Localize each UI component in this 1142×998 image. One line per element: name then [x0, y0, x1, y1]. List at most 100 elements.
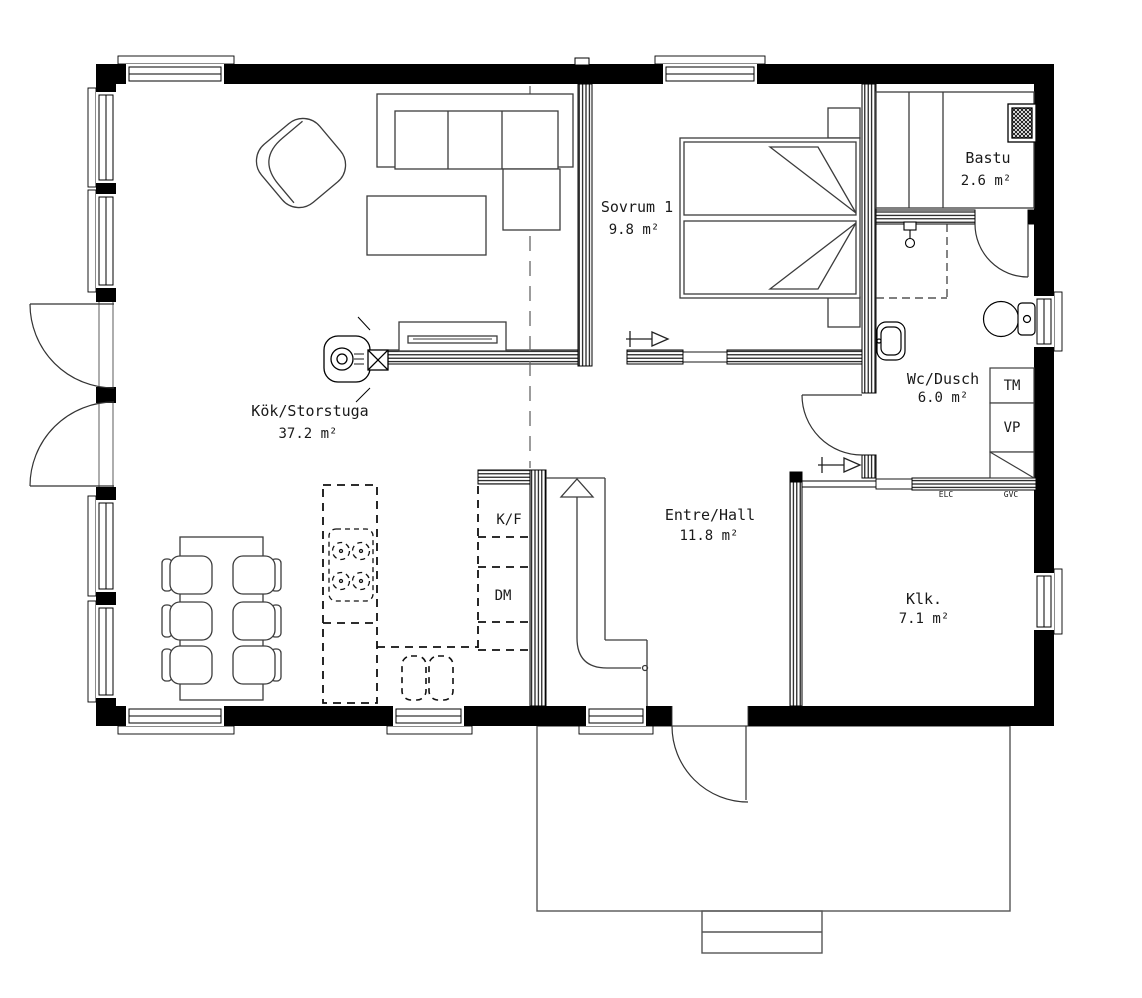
room-label-wc: Wc/Dusch 6.0 m²	[907, 370, 979, 406]
window-west-2	[87, 189, 116, 293]
door-wc	[801, 394, 863, 456]
room-name-entre: Entre/Hall	[665, 506, 755, 524]
cooktop	[328, 528, 374, 602]
utility-closets	[989, 367, 1035, 479]
dining-chair	[232, 645, 282, 685]
door-west-lower	[29, 401, 115, 487]
room-label-bastu: Bastu 2.6 m²	[961, 149, 1012, 189]
stair-handrail	[576, 496, 641, 669]
porch-outline	[536, 725, 1011, 912]
interior-walls	[387, 83, 1037, 707]
room-area-sovrum1: 9.8 m²	[609, 222, 660, 238]
room-area-bastu: 2.6 m²	[961, 173, 1012, 189]
window-south-1	[117, 706, 235, 735]
room-area-entre: 11.8 m²	[679, 528, 738, 544]
room-label-kok: Kök/Storstuga 37.2 m²	[251, 402, 368, 442]
wall-stair-west	[529, 469, 547, 707]
label-heat-pump: VP	[1004, 420, 1021, 436]
wall-sauna-south	[875, 209, 976, 225]
room-name-wc: Wc/Dusch	[907, 370, 979, 388]
livingroom-furniture	[255, 93, 574, 403]
bedroom-furniture	[679, 107, 861, 328]
label-dishwasher: DM	[495, 588, 512, 604]
room-name-kok: Kök/Storstuga	[251, 402, 368, 420]
label-fridge-freezer: K/F	[496, 512, 521, 528]
sliding-door-panel-klk	[875, 478, 913, 490]
nightstand	[827, 107, 861, 139]
room-area-klk: 7.1 m²	[899, 611, 950, 627]
label-elc: ELC	[939, 490, 954, 499]
dining-set	[161, 536, 282, 701]
window-west-4	[87, 600, 116, 703]
exterior-walls	[96, 57, 1054, 726]
dining-chair	[161, 645, 213, 685]
blanket-fold	[768, 146, 857, 214]
shower-head-icon	[903, 221, 917, 249]
sauna-heater	[1007, 103, 1037, 143]
washer-cabinet	[989, 367, 1035, 404]
dining-chair	[232, 555, 282, 595]
window-west-3	[87, 495, 116, 597]
room-label-klk: Klk. 7.1 m²	[899, 590, 950, 627]
window-east-wc	[1034, 291, 1063, 352]
blanket-fold	[768, 222, 857, 290]
dining-chair	[161, 555, 213, 595]
wall-bedroom-south-a	[626, 349, 684, 365]
toilet	[982, 300, 1036, 338]
tv-bench	[398, 321, 507, 352]
bar-stool	[401, 655, 427, 701]
label-washing-machine: TM	[1004, 378, 1021, 394]
stove-clearance-mark	[357, 316, 371, 331]
room-name-bastu: Bastu	[965, 149, 1010, 167]
room-area-wc: 6.0 m²	[918, 390, 969, 406]
sauna-benches	[875, 91, 1035, 209]
room-name-sovrum1: Sovrum 1	[601, 198, 673, 216]
kitchen-island	[322, 484, 378, 704]
doors	[29, 223, 1029, 803]
staircase	[546, 477, 649, 706]
room-label-sovrum1: Sovrum 1 9.8 m²	[601, 198, 673, 238]
wall-kitchen	[387, 349, 579, 365]
wall-sauna-pier	[1027, 209, 1037, 225]
door-west-upper	[29, 302, 115, 389]
dining-chair	[161, 601, 213, 641]
wall-klk-west-cap	[789, 471, 803, 483]
wall-wc-west-lower	[861, 454, 877, 479]
wall-wc-west-upper	[861, 83, 877, 394]
appliance-run	[477, 486, 530, 651]
sliding-door-panel-bedroom	[682, 351, 728, 363]
wall-klk-north	[911, 477, 1037, 491]
wall-klk-west	[789, 477, 803, 707]
window-west-1	[87, 87, 116, 188]
windows	[87, 55, 1063, 735]
handrail-end	[641, 664, 649, 672]
wall-bedroom-south-b	[726, 349, 863, 365]
armchair	[255, 117, 347, 209]
room-label-entre: Entre/Hall 11.8 m²	[665, 506, 755, 544]
window-bedroom-north	[654, 55, 766, 84]
bar-stool	[428, 655, 454, 701]
wall-cabinet-header	[477, 469, 531, 485]
window-east-klk	[1034, 568, 1063, 635]
room-labels: Kök/Storstuga 37.2 m² Sovrum 1 9.8 m² Ba…	[251, 149, 1011, 627]
porch-deck	[536, 725, 1011, 954]
sliding-door-arrow-icon-bedroom	[626, 331, 670, 347]
sliding-door-arrow-icon-klk	[818, 457, 862, 473]
wall-living-bedroom	[577, 83, 593, 367]
washbasin	[876, 321, 906, 361]
room-area-kok: 37.2 m²	[278, 426, 337, 442]
window-livingroom-north	[117, 55, 235, 84]
wood-stove	[323, 316, 389, 403]
door-sauna	[974, 223, 1029, 278]
kitchen-units	[322, 484, 530, 704]
bathroom-fixtures	[876, 221, 1036, 361]
window-south-2	[386, 706, 473, 735]
stair-up-arrow-icon	[559, 478, 595, 498]
window-south-3	[578, 706, 654, 735]
heatpump-cabinet	[989, 402, 1035, 453]
door-entry	[671, 706, 749, 803]
sauna-fittings	[875, 91, 1037, 209]
sliding-door-arrows	[626, 331, 862, 473]
coffee-table	[366, 195, 487, 256]
